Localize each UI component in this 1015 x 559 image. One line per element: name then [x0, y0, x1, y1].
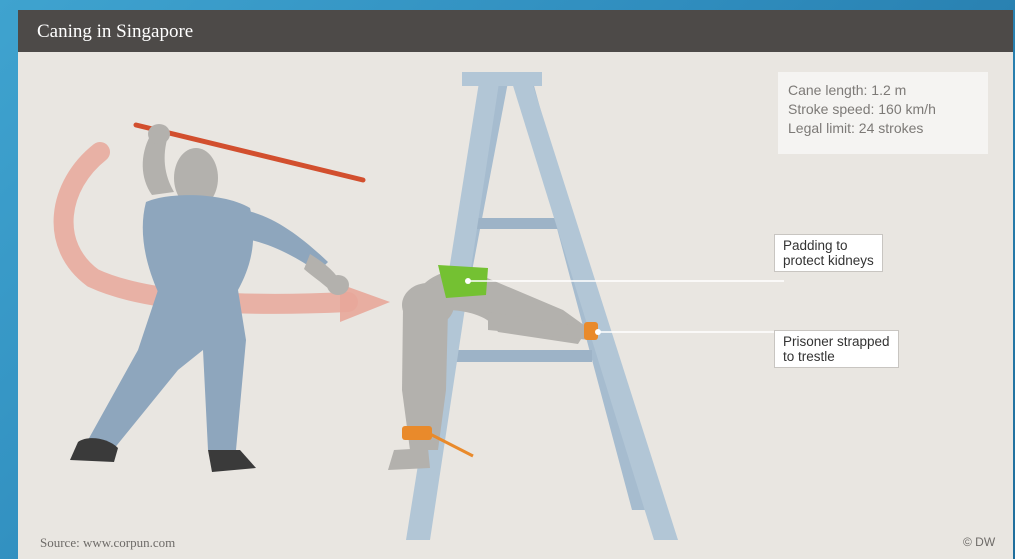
strap-callout-line1: Prisoner strapped — [783, 334, 890, 349]
strap-callout: Prisoner strapped to trestle — [774, 330, 899, 368]
padding-callout-line1: Padding to — [783, 238, 874, 253]
fact-legal-limit: Legal limit: 24 strokes — [788, 120, 923, 136]
padding-callout-line2: protect kidneys — [783, 253, 874, 268]
strap-callout-line2: to trestle — [783, 349, 890, 364]
facts-panel: Cane length: 1.2 m Stroke speed: 160 km/… — [778, 72, 988, 154]
padding-callout: Padding to protect kidneys — [774, 234, 883, 272]
prisoner-figure — [388, 265, 598, 470]
cane — [136, 125, 363, 180]
fact-cane-length: Cane length: 1.2 m — [788, 82, 906, 98]
ankle-strap — [402, 426, 432, 440]
infographic: Caning in Singapore — [18, 10, 1013, 559]
fact-stroke-speed: Stroke speed: 160 km/h — [788, 101, 936, 117]
dw-credit: © DW — [963, 535, 995, 549]
source-note: Source: www.corpun.com — [40, 535, 175, 551]
